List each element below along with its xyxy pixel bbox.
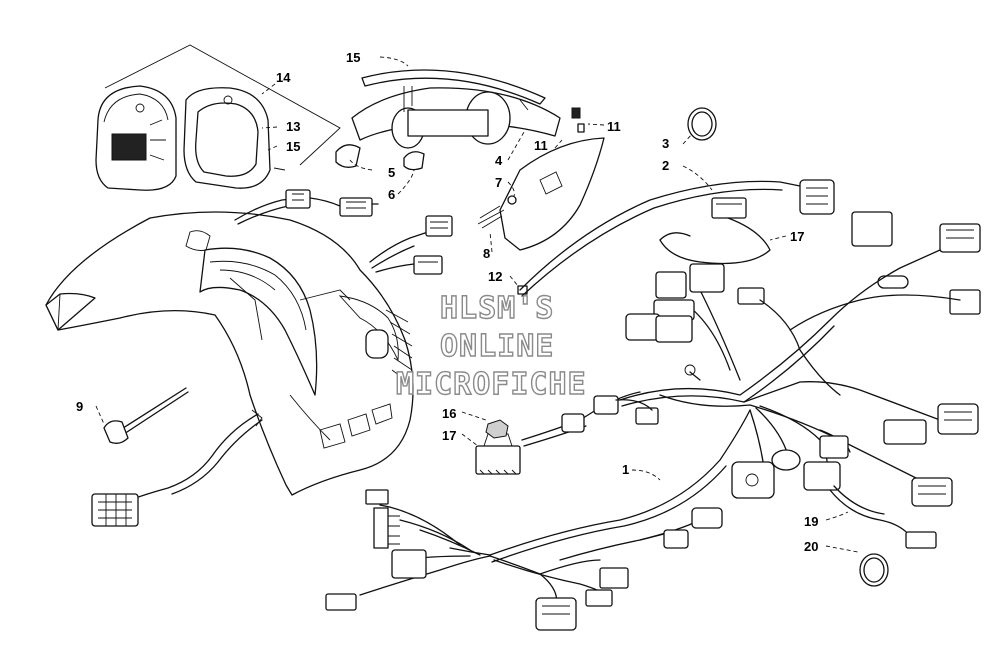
- connector: [691, 507, 723, 529]
- main-harness-lower: [489, 409, 751, 556]
- connector: [391, 549, 427, 579]
- callout-11-top: 11: [607, 119, 621, 134]
- callout-9: 9: [76, 399, 83, 414]
- callout-12: 14: [276, 70, 291, 85]
- connector: [883, 419, 927, 445]
- wire-pair: [369, 231, 429, 263]
- connector: [585, 589, 613, 607]
- cable-clamp: [859, 553, 889, 587]
- headlight-housing: [351, 86, 561, 149]
- callout-15: 15: [346, 50, 360, 65]
- upper-trim-strip: [361, 69, 546, 105]
- connector: [635, 407, 659, 425]
- connector: [561, 413, 585, 433]
- connector: [851, 211, 893, 247]
- relay-lead: [521, 391, 641, 441]
- callout-6: 6: [388, 187, 395, 202]
- multi-pin-connector: [91, 493, 139, 527]
- connector: [737, 287, 765, 305]
- speedometer-gauge: [95, 44, 341, 191]
- callout-19: 19: [804, 514, 818, 529]
- connector: [937, 403, 979, 435]
- connector: [905, 531, 937, 549]
- bulb-socket: [335, 144, 361, 168]
- callout-17: 17: [442, 428, 456, 443]
- callout-2: 2: [662, 158, 669, 173]
- gauge-wire: [237, 205, 289, 225]
- watermark-line-2: ONLINE: [440, 329, 554, 364]
- spring-clip: [477, 205, 505, 229]
- callout-10: 11: [534, 138, 548, 153]
- connector: [285, 189, 311, 209]
- callout-13: 13: [286, 119, 300, 134]
- inline-fuse: [877, 275, 909, 289]
- connector: [819, 435, 849, 459]
- gauge-wire: [234, 197, 301, 221]
- nut: [485, 419, 509, 439]
- connector-boot: [771, 449, 801, 471]
- clip: [577, 123, 585, 133]
- connector: [731, 461, 775, 499]
- sensor-bolt: [103, 387, 189, 444]
- connector: [339, 197, 373, 217]
- watermark-line-3: MICROFICHE: [396, 367, 587, 402]
- left-harness: [129, 413, 259, 501]
- callout-18: 17: [790, 229, 804, 244]
- connector: [325, 593, 357, 611]
- relay: [475, 433, 521, 475]
- connector: [413, 255, 443, 275]
- clip: [571, 107, 581, 119]
- connector: [799, 179, 835, 215]
- callout-16: 16: [442, 406, 456, 421]
- callout-5: 5: [388, 165, 395, 180]
- connector: [593, 395, 619, 415]
- callout-3: 3: [662, 136, 669, 151]
- connector: [911, 477, 953, 507]
- front-fairing: [45, 211, 414, 496]
- connector: [711, 197, 747, 219]
- watermark-line-1: HLSM'S: [440, 291, 554, 326]
- callout-4: 4: [495, 153, 503, 168]
- harness-branch: [659, 217, 771, 265]
- fastener: [507, 195, 517, 205]
- callout-7: 7: [495, 175, 502, 190]
- callout-20: 20: [804, 539, 818, 554]
- connector: [803, 461, 841, 491]
- headlight-bulb: [403, 151, 425, 171]
- connector-cluster: [625, 263, 725, 343]
- terminal-block: [365, 489, 400, 549]
- callout-14: 15: [286, 139, 300, 154]
- clip: [517, 285, 528, 295]
- side-cover: [499, 137, 605, 251]
- connector: [949, 289, 981, 315]
- leader-lines: [95, 56, 859, 553]
- harness-lead: [829, 489, 911, 537]
- gauge-bezel: [183, 87, 271, 189]
- main-harness-trunk: [619, 249, 941, 401]
- connector: [663, 529, 689, 549]
- connector: [599, 567, 629, 589]
- callout-1: 1: [622, 462, 629, 477]
- callout-8: 8: [483, 246, 490, 261]
- main-harness-right: [519, 180, 801, 291]
- cable-clamp: [687, 107, 717, 141]
- gauge-connector: [273, 167, 286, 171]
- connector: [425, 215, 453, 237]
- callout-11-low: 12: [488, 269, 502, 284]
